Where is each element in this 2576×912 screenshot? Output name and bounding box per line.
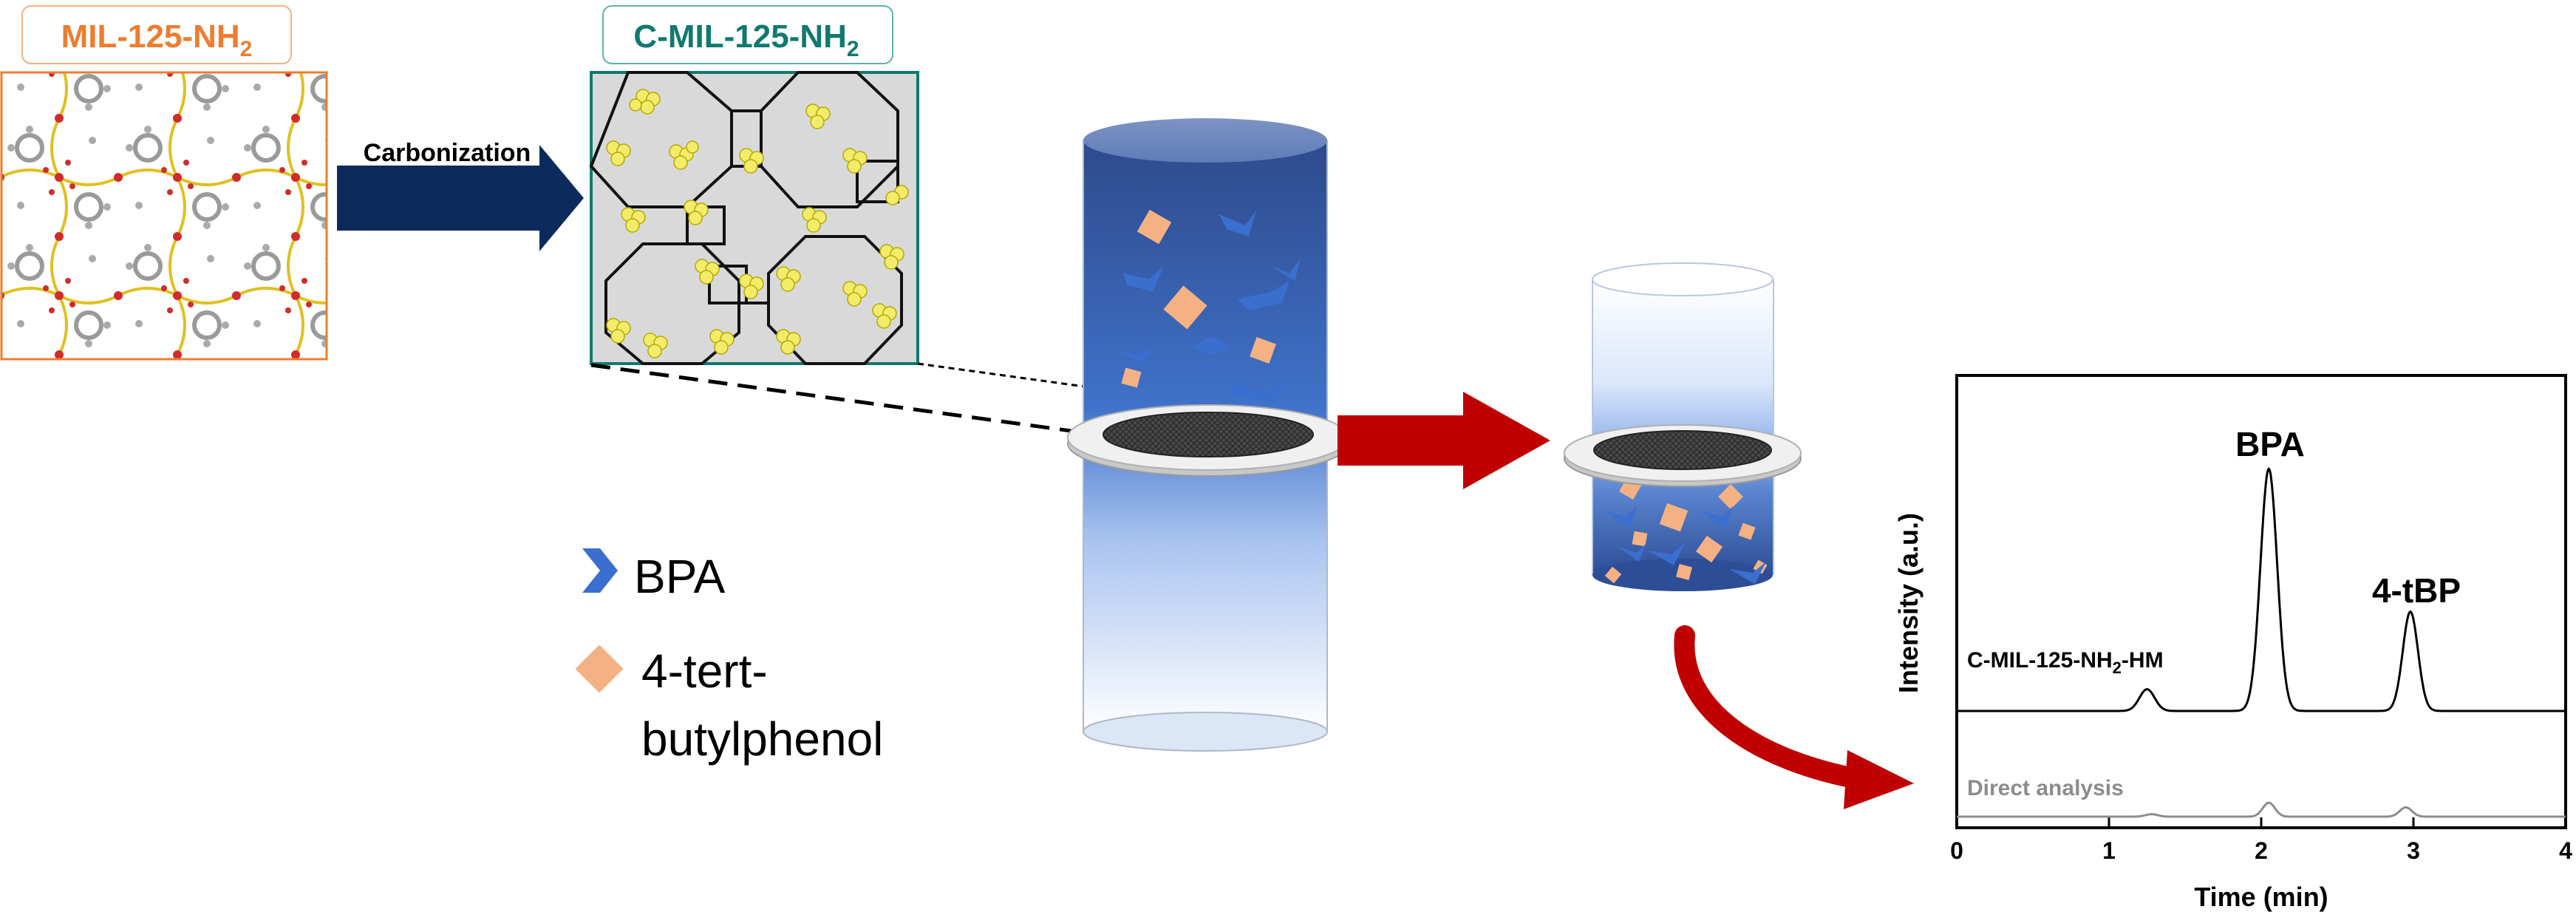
c-mil-title-main: C-MIL-125-NH	[633, 18, 846, 55]
c-mil-title: C-MIL-125-NH2	[633, 18, 859, 61]
peak-label-bpa: BPA	[2235, 425, 2305, 463]
mil-title-box	[21, 5, 292, 64]
bpa-molecule	[1271, 259, 1301, 281]
series-label-direct: Direct analysis	[1967, 776, 2124, 800]
mil-title-main: MIL-125-NH	[61, 18, 240, 55]
bpa-molecule	[1190, 336, 1230, 355]
curved-arrow	[1674, 625, 1914, 809]
ti-nanoparticles	[606, 89, 909, 358]
peak-label-4tbp: 4-tBP	[2372, 571, 2461, 610]
small-membrane-disk	[1564, 424, 1802, 487]
x-ticks: 0 1 2 3 4	[1950, 817, 2572, 864]
chromatogram: 0 1 2 3 4 Time (min) Intensity (a.u.) BPA 4-…	[1893, 374, 2572, 912]
carbonization-arrow-shape	[337, 145, 584, 251]
legend: BPA 4-tert- butylphenol	[575, 548, 883, 766]
mil-125-nh2-panel: MIL-125-NH2	[0, 5, 328, 361]
c-mil-125-nh2-panel: C-MIL-125-NH2	[589, 5, 919, 365]
mil-structure-image	[0, 71, 328, 361]
carbonization-arrow: Carbonization	[337, 139, 584, 251]
series-label-c-mil-tail: -HM	[2122, 648, 2164, 673]
c-mil-title-box	[602, 5, 893, 64]
membrane-disk	[1067, 404, 1349, 477]
bpa-legend-label: BPA	[634, 550, 726, 603]
bpa-molecule	[1238, 281, 1289, 310]
bpa-molecule	[1219, 211, 1256, 236]
tbp-legend-label-line1: 4-tert-	[641, 644, 768, 698]
x-tick-label: 4	[2559, 837, 2572, 864]
bpa-molecule	[1123, 266, 1164, 292]
bpa-legend-icon	[582, 548, 618, 593]
column-bottom	[1083, 712, 1328, 752]
tbp-molecule	[1137, 209, 1172, 245]
series-label-c-mil: C-MIL-125-NH2-HM	[1967, 648, 2164, 677]
bpa-molecule	[1116, 347, 1153, 362]
tbp-legend-label-line2: butylphenol	[641, 712, 883, 766]
tbp-molecule	[1121, 367, 1142, 388]
x-axis-label: Time (min)	[2194, 882, 2328, 912]
series-line-c-mil-125-nh2-hm	[1957, 466, 2566, 712]
c-mil-title-sub: 2	[847, 37, 859, 61]
process-arrow	[1338, 392, 1550, 489]
tbp-molecule	[1163, 285, 1207, 330]
x-tick-label: 0	[1950, 837, 1963, 864]
analytes-in-solution	[1116, 209, 1301, 403]
mil-title-sub: 2	[240, 37, 253, 61]
series-group	[1957, 466, 2566, 818]
x-tick-label: 2	[2255, 837, 2268, 864]
small-column-top	[1592, 262, 1773, 296]
series-line-direct-analysis	[1957, 801, 2566, 818]
small-column	[1564, 262, 1802, 591]
x-tick-label: 1	[2102, 837, 2116, 864]
bpa-molecule	[1230, 381, 1286, 403]
column-top	[1083, 118, 1327, 163]
y-axis-label: Intensity (a.u.)	[1893, 513, 1924, 693]
series-label-c-mil-sub: 2	[2113, 659, 2122, 677]
mil-title: MIL-125-NH2	[61, 18, 253, 61]
carbonization-label: Carbonization	[364, 139, 531, 167]
extraction-column	[1067, 118, 1349, 752]
tbp-molecule	[1250, 337, 1276, 364]
series-label-c-mil-main: C-MIL-125-NH	[1967, 648, 2113, 673]
x-tick-label: 3	[2407, 837, 2420, 864]
tbp-legend-icon	[575, 644, 624, 693]
